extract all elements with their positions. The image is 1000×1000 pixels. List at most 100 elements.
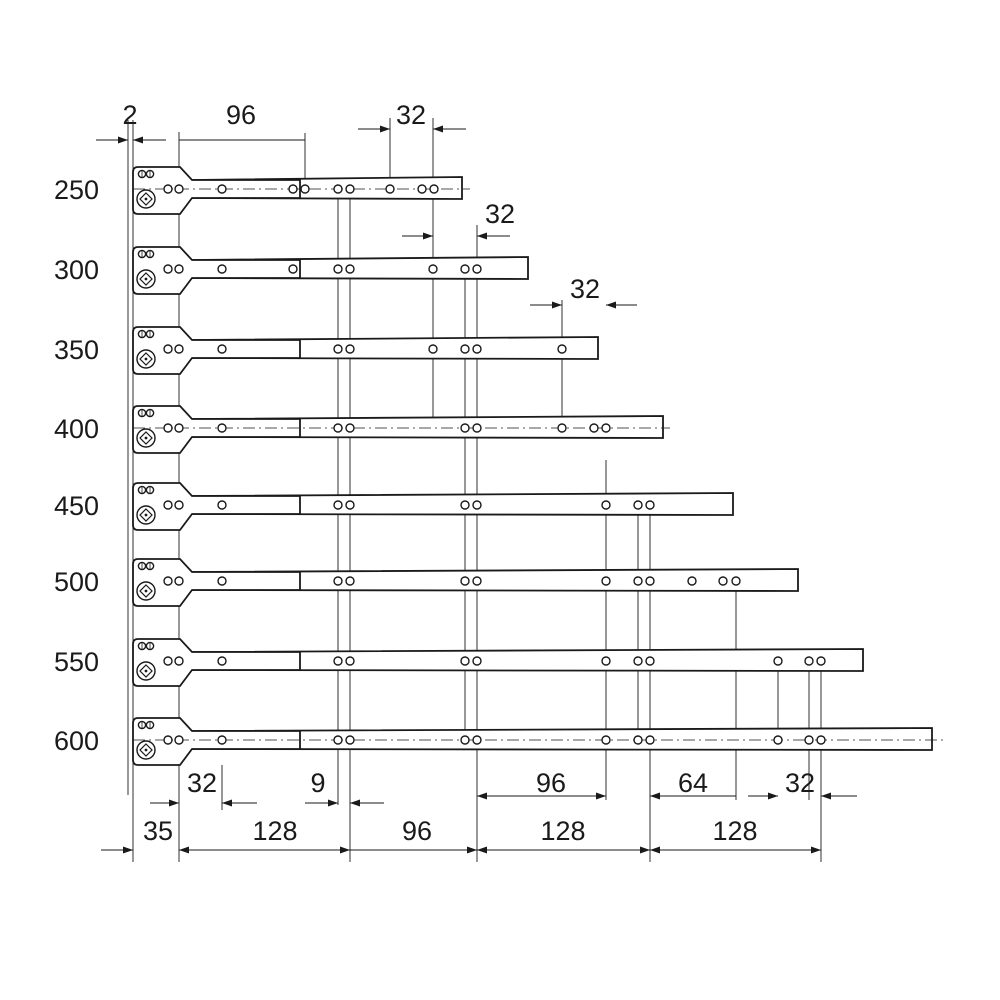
- rail-450: [132, 482, 734, 531]
- mounting-hole: [645, 656, 655, 666]
- rail-size-label: 450: [54, 491, 99, 521]
- dim-96-label: 96: [402, 816, 432, 846]
- dim-32-label: 32: [485, 199, 515, 229]
- rail-size-label: 400: [54, 414, 99, 444]
- roller-axle: [144, 748, 148, 752]
- mounting-hole: [333, 264, 343, 274]
- rail-size-label: 350: [54, 335, 99, 365]
- mounting-hole: [601, 423, 611, 433]
- dim-128-label: 128: [712, 816, 757, 846]
- mounting-hole: [345, 500, 355, 510]
- dimension-arrow: [169, 799, 179, 807]
- mounting-hole: [601, 656, 611, 666]
- dimension-arrow: [811, 846, 821, 854]
- mounting-hole: [217, 735, 227, 745]
- mounting-hole: [472, 735, 482, 745]
- roller-axle: [144, 589, 148, 593]
- dimension-arrow: [477, 232, 487, 240]
- rail-400: [132, 405, 670, 454]
- dimension-arrow: [340, 846, 350, 854]
- dim-32-label: 32: [187, 768, 217, 798]
- mounting-hole: [174, 344, 184, 354]
- mounting-hole: [645, 576, 655, 586]
- rail-500: [132, 558, 799, 607]
- dim-32-label: 32: [396, 100, 426, 130]
- mounting-hole: [288, 184, 298, 194]
- mounting-hole: [333, 344, 343, 354]
- dim-35-label: 35: [143, 816, 173, 846]
- rail-300: [132, 246, 529, 295]
- mounting-hole: [163, 423, 173, 433]
- dimension-arrow: [133, 136, 143, 144]
- rail-bracket: [132, 246, 301, 295]
- mounting-hole: [601, 735, 611, 745]
- roller-axle: [144, 197, 148, 201]
- mounting-hole: [345, 423, 355, 433]
- rail-bracket: [132, 326, 301, 375]
- mounting-hole: [645, 500, 655, 510]
- mounting-hole: [417, 184, 427, 194]
- mounting-hole: [333, 500, 343, 510]
- dimension-arrow: [118, 136, 128, 144]
- rail-bracket: [132, 405, 301, 454]
- mounting-hole: [472, 264, 482, 274]
- mounting-hole: [472, 500, 482, 510]
- dimension-arrow: [433, 125, 443, 133]
- mounting-hole: [163, 184, 173, 194]
- mounting-hole: [429, 184, 439, 194]
- mounting-hole: [345, 656, 355, 666]
- mounting-hole: [460, 500, 470, 510]
- mounting-hole: [217, 656, 227, 666]
- mounting-hole: [174, 500, 184, 510]
- mounting-hole: [773, 735, 783, 745]
- mounting-hole: [217, 344, 227, 354]
- dim-9-label: 9: [310, 768, 325, 798]
- mounting-hole: [174, 735, 184, 745]
- mounting-hole: [816, 656, 826, 666]
- rail-size-label: 250: [54, 175, 99, 205]
- mounting-hole: [472, 576, 482, 586]
- dimension-arrow: [640, 846, 650, 854]
- mounting-hole: [718, 576, 728, 586]
- dimension-arrow: [650, 792, 660, 800]
- dimension-arrow: [768, 792, 778, 800]
- mounting-hole: [385, 184, 395, 194]
- mounting-hole: [804, 656, 814, 666]
- mounting-hole: [163, 735, 173, 745]
- mounting-hole: [601, 500, 611, 510]
- dim-64-label: 64: [678, 768, 708, 798]
- mounting-hole: [217, 264, 227, 274]
- mounting-hole: [633, 735, 643, 745]
- mounting-hole: [557, 423, 567, 433]
- dim-128-label: 128: [252, 816, 297, 846]
- roller-axle: [144, 669, 148, 673]
- mounting-hole: [345, 184, 355, 194]
- dimension-arrow: [328, 799, 338, 807]
- mounting-hole: [163, 500, 173, 510]
- mounting-hole: [163, 576, 173, 586]
- dimension-arrow: [477, 846, 487, 854]
- mounting-hole: [460, 735, 470, 745]
- dimension-arrow: [596, 792, 606, 800]
- mounting-hole: [601, 576, 611, 586]
- mounting-hole: [460, 264, 470, 274]
- mounting-hole: [217, 576, 227, 586]
- dim-2-label: 2: [122, 100, 137, 130]
- mounting-hole: [633, 500, 643, 510]
- mounting-hole: [288, 264, 298, 274]
- mounting-hole: [773, 656, 783, 666]
- mounting-hole: [217, 500, 227, 510]
- dim-96-label: 96: [536, 768, 566, 798]
- mounting-hole: [333, 576, 343, 586]
- dimension-arrow: [423, 232, 433, 240]
- mounting-hole: [557, 344, 567, 354]
- mounting-hole: [428, 344, 438, 354]
- dim-96-label: 96: [226, 100, 256, 130]
- mounting-hole: [163, 344, 173, 354]
- dim-128-label: 128: [540, 816, 585, 846]
- dim-32-label: 32: [785, 768, 815, 798]
- mounting-hole: [472, 423, 482, 433]
- dimension-arrow: [380, 125, 390, 133]
